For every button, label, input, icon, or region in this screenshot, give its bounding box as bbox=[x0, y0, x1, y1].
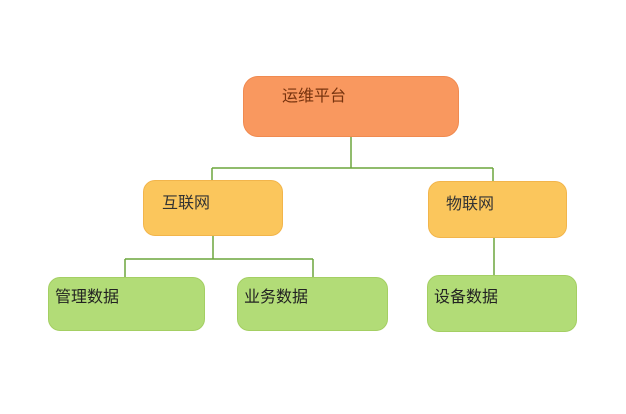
node-label: 设备数据 bbox=[434, 287, 499, 306]
node-business-data[interactable]: 业务数据 bbox=[237, 277, 388, 331]
node-ops-platform[interactable]: 运维平台 bbox=[243, 76, 459, 137]
node-internet[interactable]: 互联网 bbox=[143, 180, 283, 236]
node-iot[interactable]: 物联网 bbox=[428, 181, 567, 238]
node-label: 业务数据 bbox=[244, 287, 309, 306]
node-management-data[interactable]: 管理数据 bbox=[48, 277, 205, 331]
node-label: 互联网 bbox=[162, 193, 211, 212]
node-label: 物联网 bbox=[446, 194, 495, 213]
node-device-data[interactable]: 设备数据 bbox=[427, 275, 577, 332]
node-label: 运维平台 bbox=[282, 86, 347, 105]
node-label: 管理数据 bbox=[55, 287, 120, 306]
